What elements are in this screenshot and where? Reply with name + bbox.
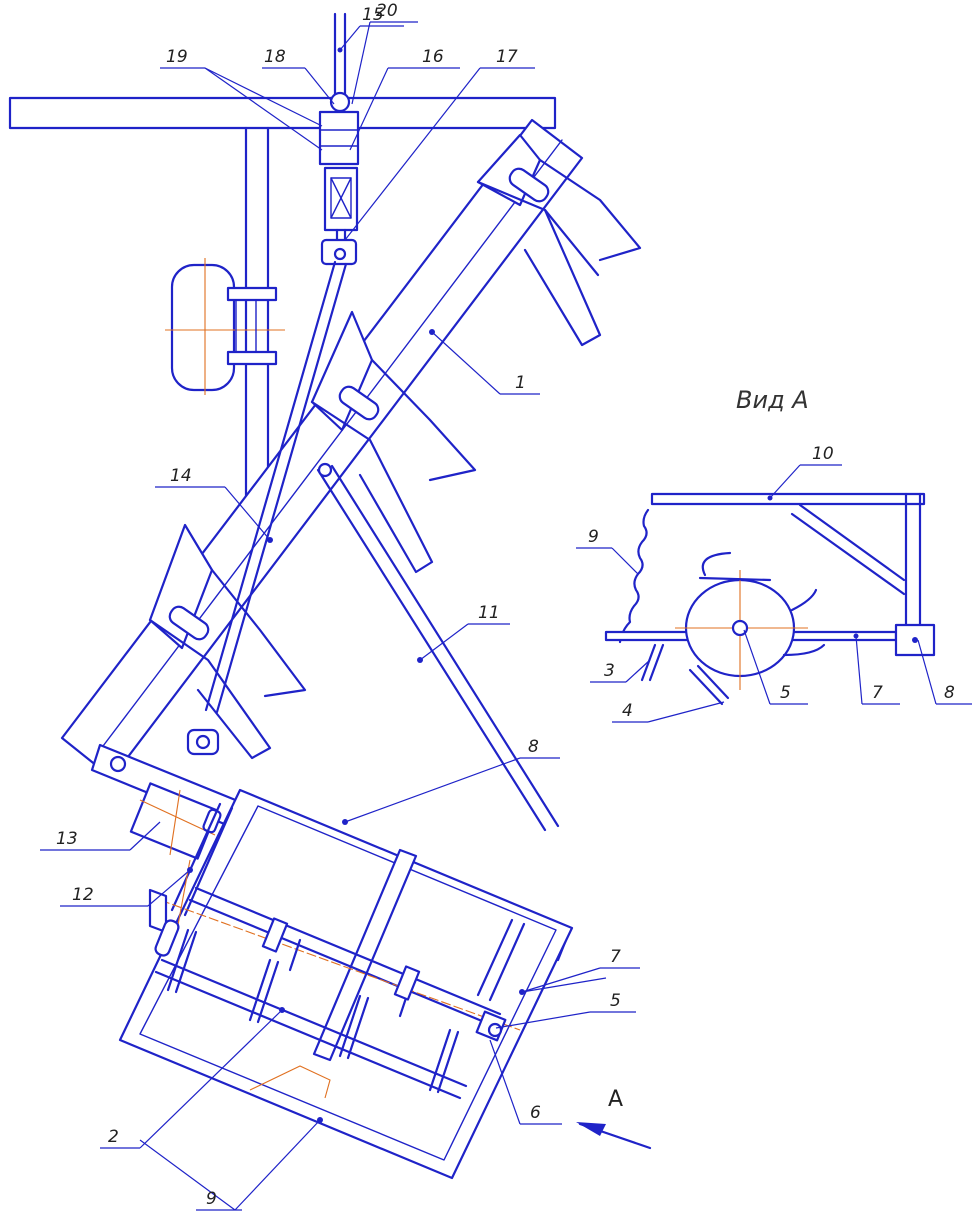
callout-5: 5 xyxy=(610,991,621,1011)
callout-1: 1 xyxy=(515,373,526,393)
view-a-callout-10: 10 xyxy=(812,444,834,464)
callout-15: 15 xyxy=(362,5,384,25)
callout-9: 9 xyxy=(206,1189,217,1209)
support-wheel xyxy=(165,258,285,395)
callout-16: 16 xyxy=(422,47,444,67)
callout-7: 7 xyxy=(610,947,621,967)
callout-14: 14 xyxy=(170,466,192,486)
callout-11: 11 xyxy=(478,603,500,623)
callouts-main: 15 20 19 18 16 17 1 14 11 8 13 xyxy=(40,1,640,1211)
view-a-callout-3: 3 xyxy=(604,661,615,681)
plough-body-1 xyxy=(476,133,642,347)
view-a-callout-9: 9 xyxy=(588,527,599,547)
frame-beam xyxy=(8,96,557,130)
plough-body-2 xyxy=(310,310,477,574)
callout-17: 17 xyxy=(496,47,518,67)
callout-6: 6 xyxy=(530,1103,541,1123)
view-a-callout-8: 8 xyxy=(944,683,955,703)
callout-8: 8 xyxy=(528,737,539,757)
chain-9 xyxy=(249,1065,331,1099)
view-a-callouts: 10 9 3 4 5 7 8 xyxy=(576,444,972,723)
callout-19: 19 xyxy=(166,47,188,67)
strut-11 xyxy=(316,462,560,832)
view-a-callout-4: 4 xyxy=(622,701,633,721)
tie-rod-14 xyxy=(186,260,348,756)
rotor-frame-outline xyxy=(118,788,574,1180)
callout-13: 13 xyxy=(56,829,78,849)
callout-2: 2 xyxy=(108,1127,119,1147)
view-a-title: Вид А xyxy=(736,386,809,414)
view-a-drawing xyxy=(604,492,936,706)
callout-20: 20 xyxy=(376,1,398,21)
view-arrow-label: A xyxy=(608,1087,623,1112)
view-a-callout-5: 5 xyxy=(780,683,791,703)
callout-18: 18 xyxy=(264,47,286,67)
rotor-knives xyxy=(166,917,460,1094)
main-diagonal-beam xyxy=(60,118,584,780)
vertical-post xyxy=(244,126,270,522)
view-a-arrow: A xyxy=(576,1087,652,1150)
hitch-assembly xyxy=(318,12,360,266)
view-a-callout-7: 7 xyxy=(872,683,883,703)
bearing-5-6 xyxy=(475,1010,507,1042)
plough-body-3 xyxy=(148,523,307,760)
callout-12: 12 xyxy=(72,885,94,905)
